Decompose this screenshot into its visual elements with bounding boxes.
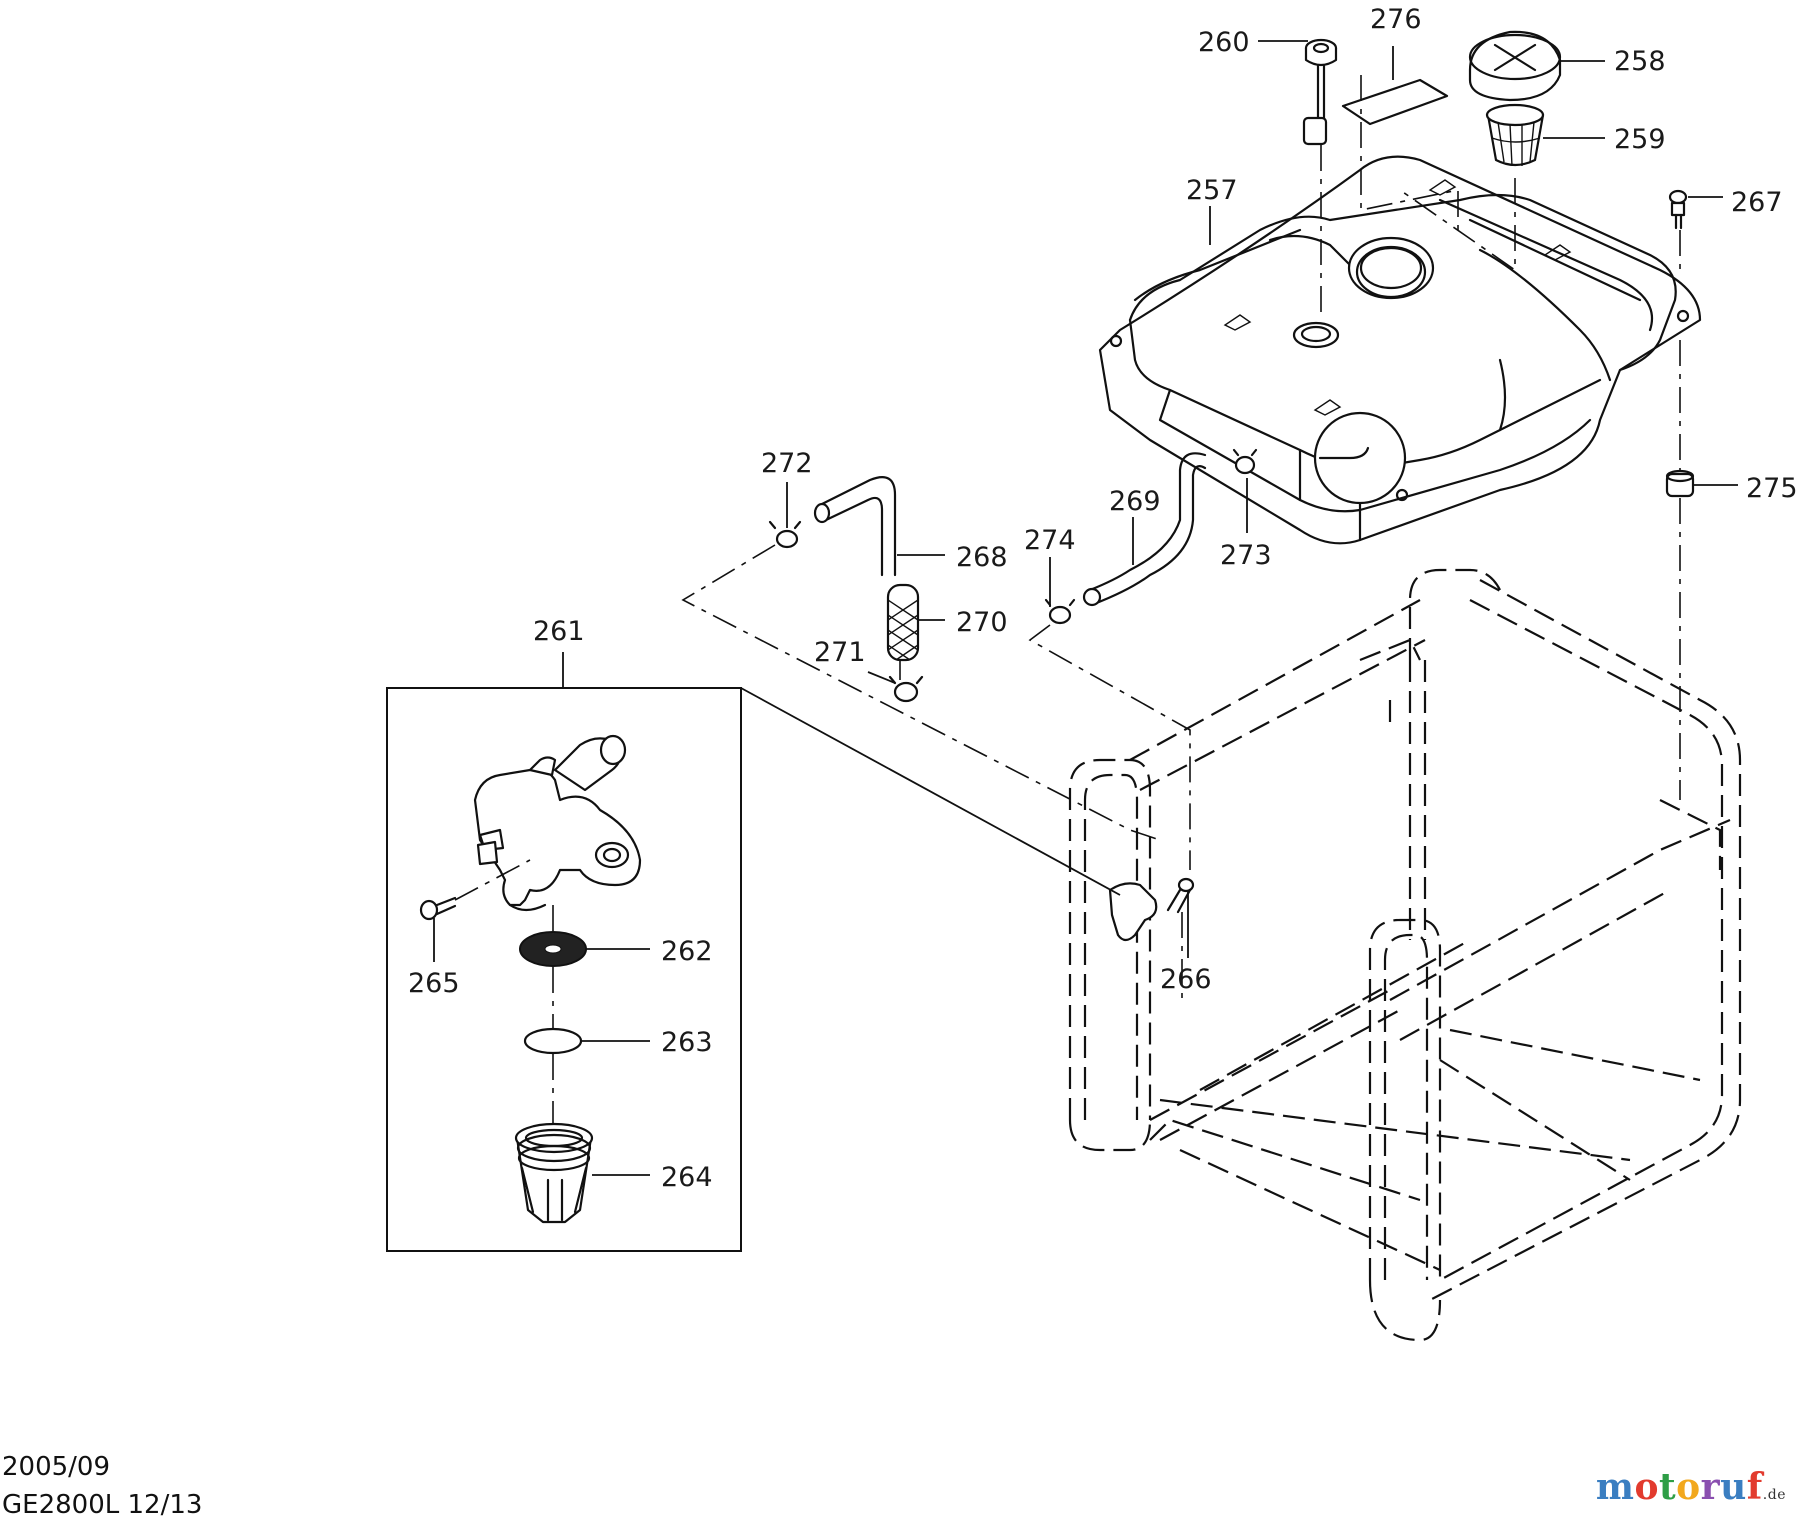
fuel-strainer [1485,103,1545,167]
grommet-275 [1665,469,1695,498]
logo-letter: r [1700,1466,1721,1508]
fuel-cock-detail-box [386,687,742,1252]
motoruf-logo[interactable]: motoruf.de [1596,1466,1786,1508]
footer-model-page: GE2800L 12/13 [2,1490,203,1520]
label-266: 266 [1160,964,1212,995]
logo-letter: u [1720,1466,1747,1508]
fuel-hose-269 [1082,452,1207,607]
hose-clamp-271 [888,675,924,703]
label-258: 258 [1614,46,1666,77]
fuel-gauge [1302,38,1338,146]
inline-fuel-filter [886,583,920,662]
filter-screen-262 [519,931,587,967]
part-number-labels: 260 276 258 259 257 267 275 272 269 274 … [408,4,1798,1193]
label-261: 261 [533,616,585,647]
leader-lines [433,40,1738,1176]
label-262: 262 [661,936,713,967]
hose-clamp-273 [1232,448,1258,475]
logo-letter: m [1595,1466,1635,1508]
label-270: 270 [956,607,1008,638]
label-263: 263 [661,1027,713,1058]
bolt-266 [1166,877,1195,914]
logo-letter: o [1634,1466,1659,1508]
label-274: 274 [1024,525,1076,556]
hose-clamp-272 [768,520,802,549]
label-273: 273 [1220,540,1272,571]
label-269: 269 [1109,486,1161,517]
screw-265 [419,896,457,921]
fuel-hose-268 [813,476,897,577]
logo-tld: .de [1762,1487,1786,1503]
o-ring-263 [523,1027,583,1055]
fuel-cap [1468,30,1562,102]
label-264: 264 [661,1162,713,1193]
label-265: 265 [408,968,460,999]
assembly-lines [681,75,1681,1000]
generator-frame [1068,568,1742,1342]
label-267: 267 [1731,187,1783,218]
label-257: 257 [1186,175,1238,206]
label-260: 260 [1198,27,1250,58]
label-276: 276 [1370,4,1422,35]
logo-letter: o [1676,1466,1701,1508]
label-sticker [1341,78,1449,126]
fuel-cock [473,734,642,912]
fuel-tank [1098,155,1702,545]
sediment-cup-264 [514,1122,594,1224]
bolt-267 [1668,189,1688,230]
label-268: 268 [956,542,1008,573]
logo-letters: motoruf [1596,1466,1763,1508]
label-259: 259 [1614,124,1666,155]
logo-letter: f [1746,1466,1763,1508]
label-275: 275 [1746,473,1798,504]
label-271: 271 [814,637,866,668]
footer-date: 2005/09 [2,1452,111,1482]
logo-letter: t [1658,1466,1677,1508]
label-272: 272 [761,448,813,479]
fuel-cock-on-frame [1108,882,1158,942]
